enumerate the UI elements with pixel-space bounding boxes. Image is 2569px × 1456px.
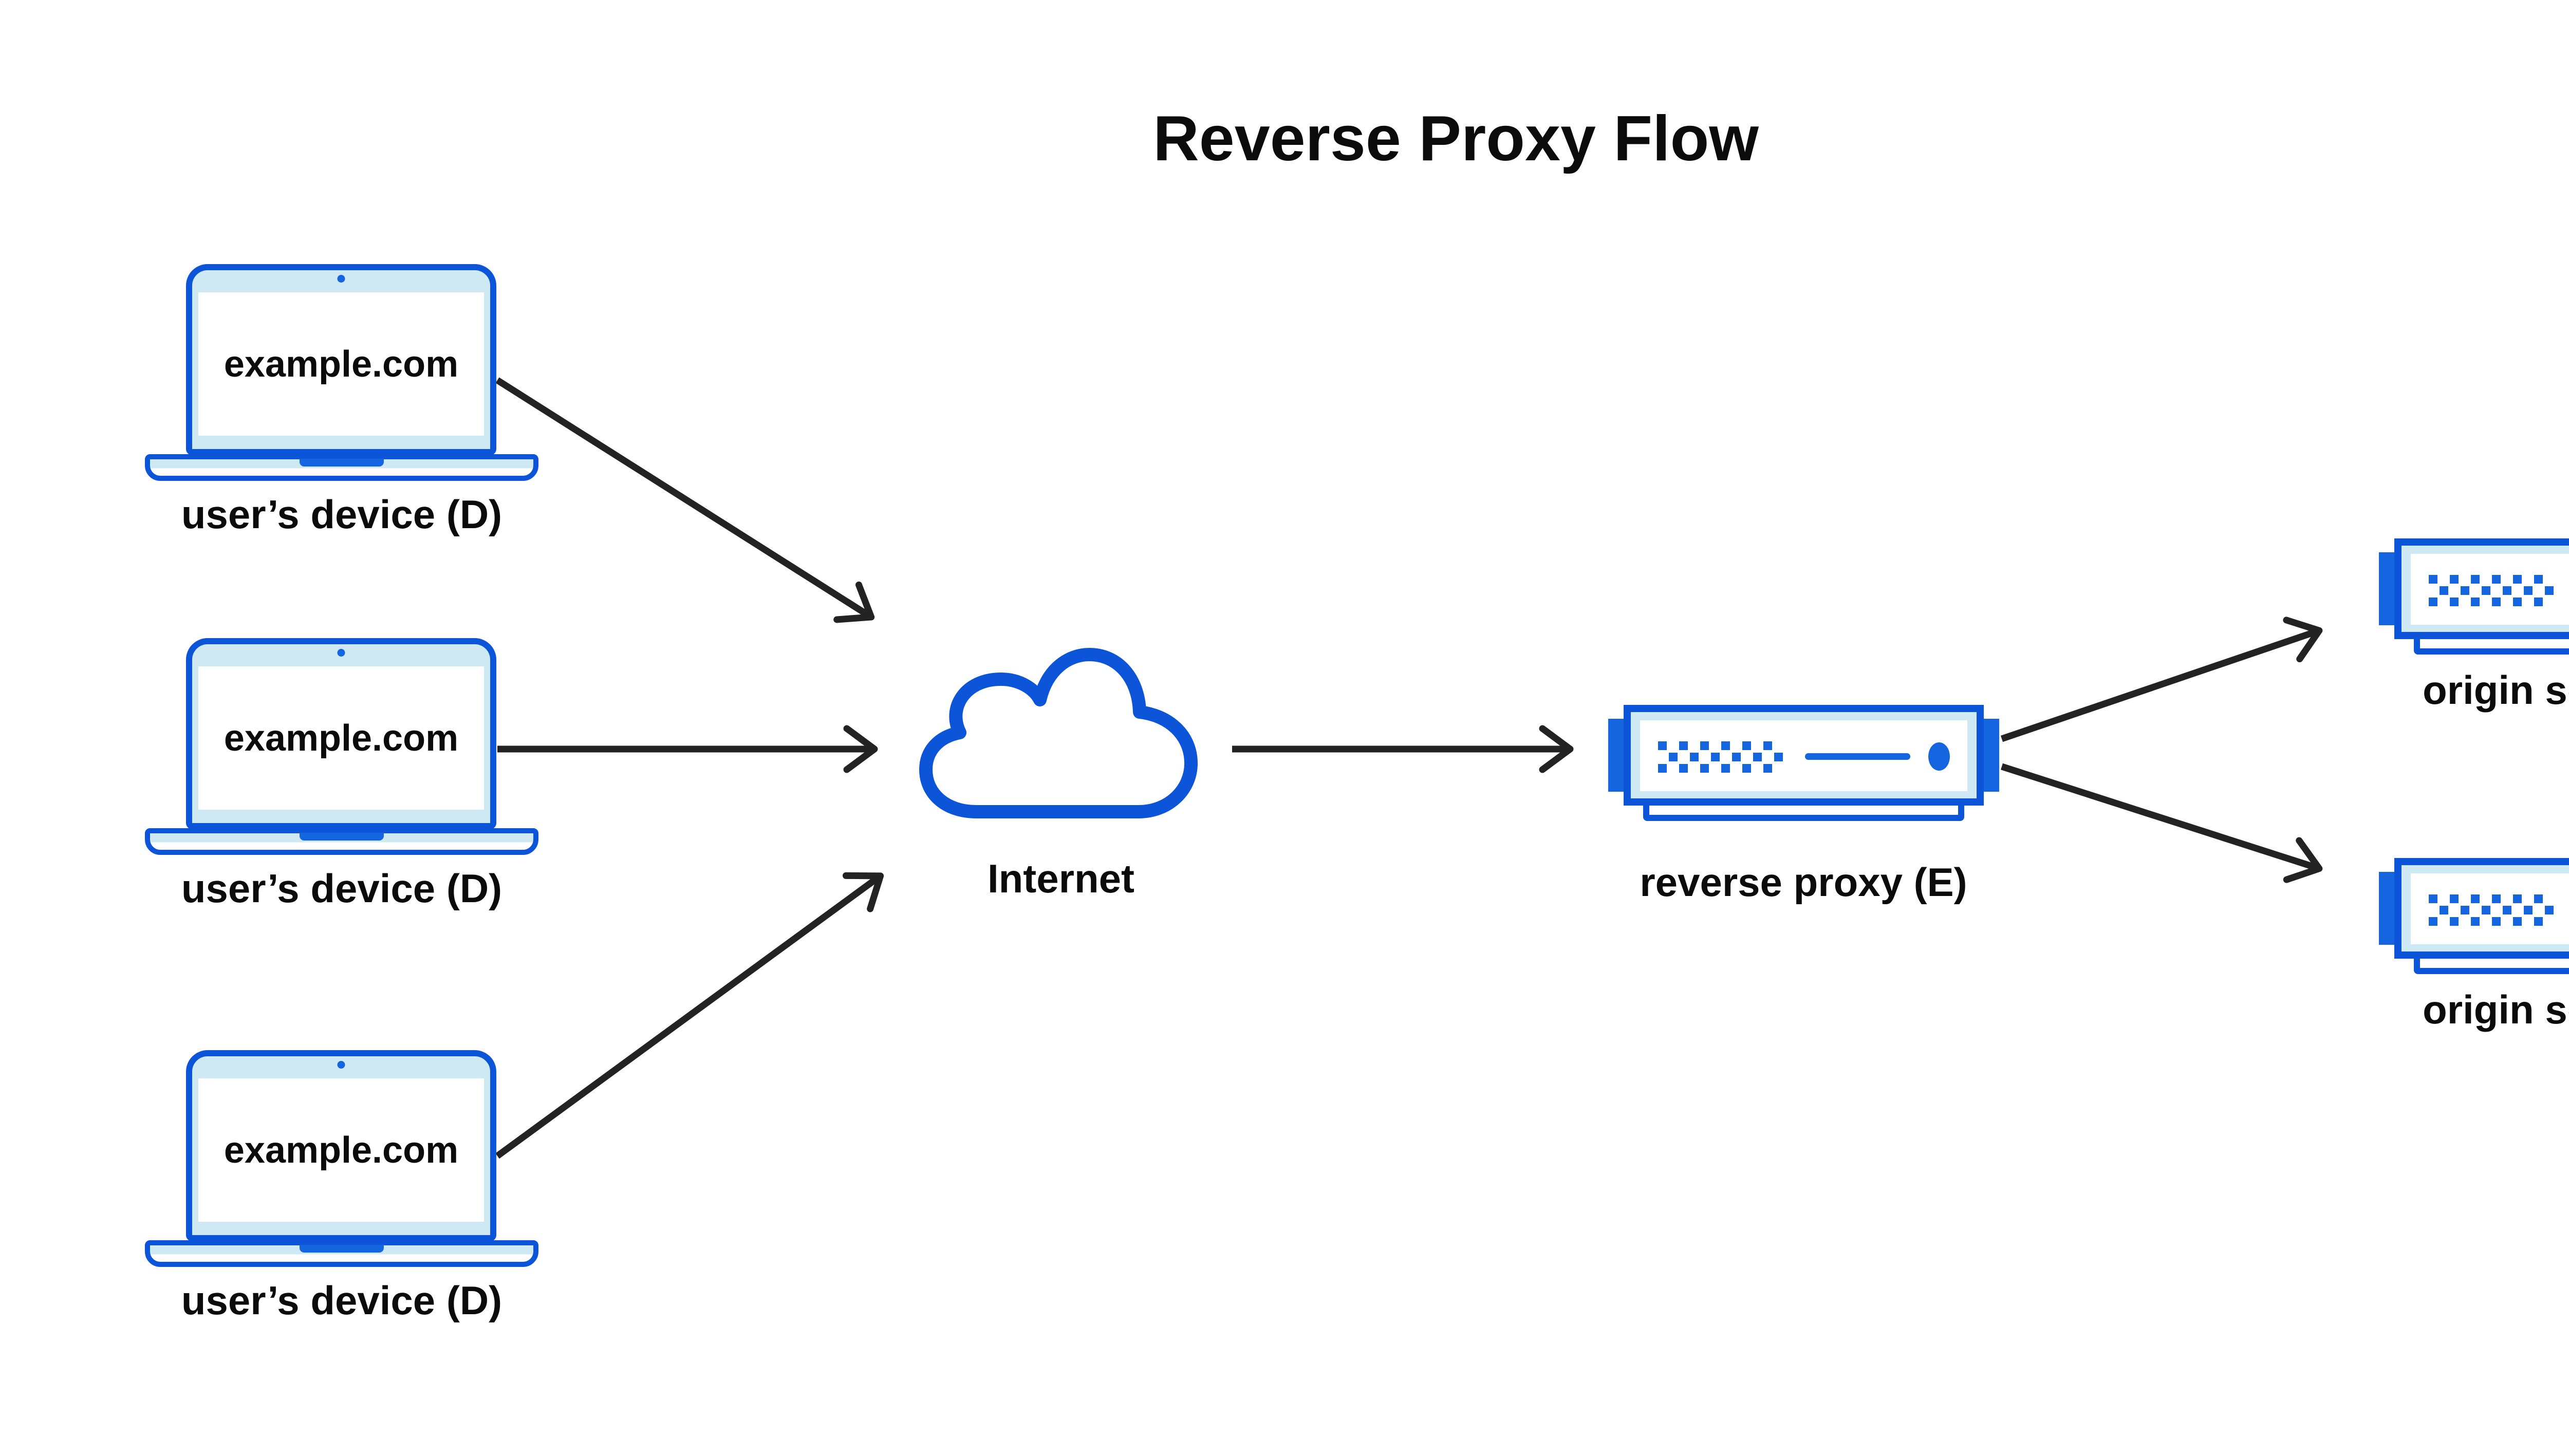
- arrow-proxy-to-origin1: [2000, 617, 2323, 742]
- device-screen-label: example.com: [224, 343, 459, 385]
- laptop-icon: example.com: [186, 264, 496, 455]
- server-vent-grid-icon: [2429, 575, 2437, 584]
- laptop-display: example.com: [198, 666, 484, 810]
- origin-server-1-icon: [2379, 538, 2569, 655]
- internet-cloud-icon: [909, 646, 1207, 827]
- laptop-display: example.com: [198, 292, 484, 436]
- laptop-notch: [300, 833, 384, 841]
- origin-server-2-icon: [2379, 858, 2569, 974]
- arrow-device1-to-internet: [495, 377, 875, 623]
- internet-label: Internet: [987, 856, 1135, 901]
- server-faceplate: [2411, 554, 2569, 625]
- arrow-device3-to-internet: [495, 872, 884, 1159]
- server-vent-grid-icon: [2429, 894, 2437, 903]
- page-title: Reverse Proxy Flow: [1153, 103, 1759, 174]
- server-power-led-icon: [1928, 742, 1950, 771]
- device-screen-label: example.com: [224, 717, 459, 759]
- server-drive-slot-icon: [1805, 753, 1910, 760]
- origin-server-2-label: origin server (F): [2423, 987, 2569, 1032]
- server-body: [1624, 705, 1984, 806]
- server-faceplate: [1640, 720, 1967, 791]
- device-screen-label: example.com: [224, 1129, 459, 1171]
- laptop-base: [145, 454, 538, 481]
- laptop-icon: example.com: [186, 1050, 496, 1241]
- reverse-proxy-server-icon: [1608, 705, 1999, 821]
- laptop-icon: example.com: [186, 638, 496, 829]
- device-caption: user’s device (D): [181, 866, 502, 911]
- origin-server-1-label: origin server (F): [2423, 667, 2569, 713]
- camera-dot-icon: [337, 649, 345, 657]
- laptop-base: [145, 1240, 538, 1267]
- server-body: [2394, 538, 2569, 639]
- laptop-base: [145, 828, 538, 855]
- server-vent-grid-icon: [1658, 741, 1667, 750]
- arrow-proxy-to-origin2: [2001, 763, 2323, 883]
- camera-dot-icon: [337, 1061, 345, 1069]
- device-caption: user’s device (D): [181, 492, 502, 537]
- device-caption: user’s device (D): [181, 1278, 502, 1323]
- reverse-proxy-label: reverse proxy (E): [1640, 860, 1967, 905]
- server-faceplate: [2411, 873, 2569, 944]
- camera-dot-icon: [337, 275, 345, 283]
- laptop-notch: [300, 1245, 384, 1253]
- laptop-notch: [300, 459, 384, 466]
- laptop-display: example.com: [198, 1078, 484, 1222]
- server-body: [2394, 858, 2569, 959]
